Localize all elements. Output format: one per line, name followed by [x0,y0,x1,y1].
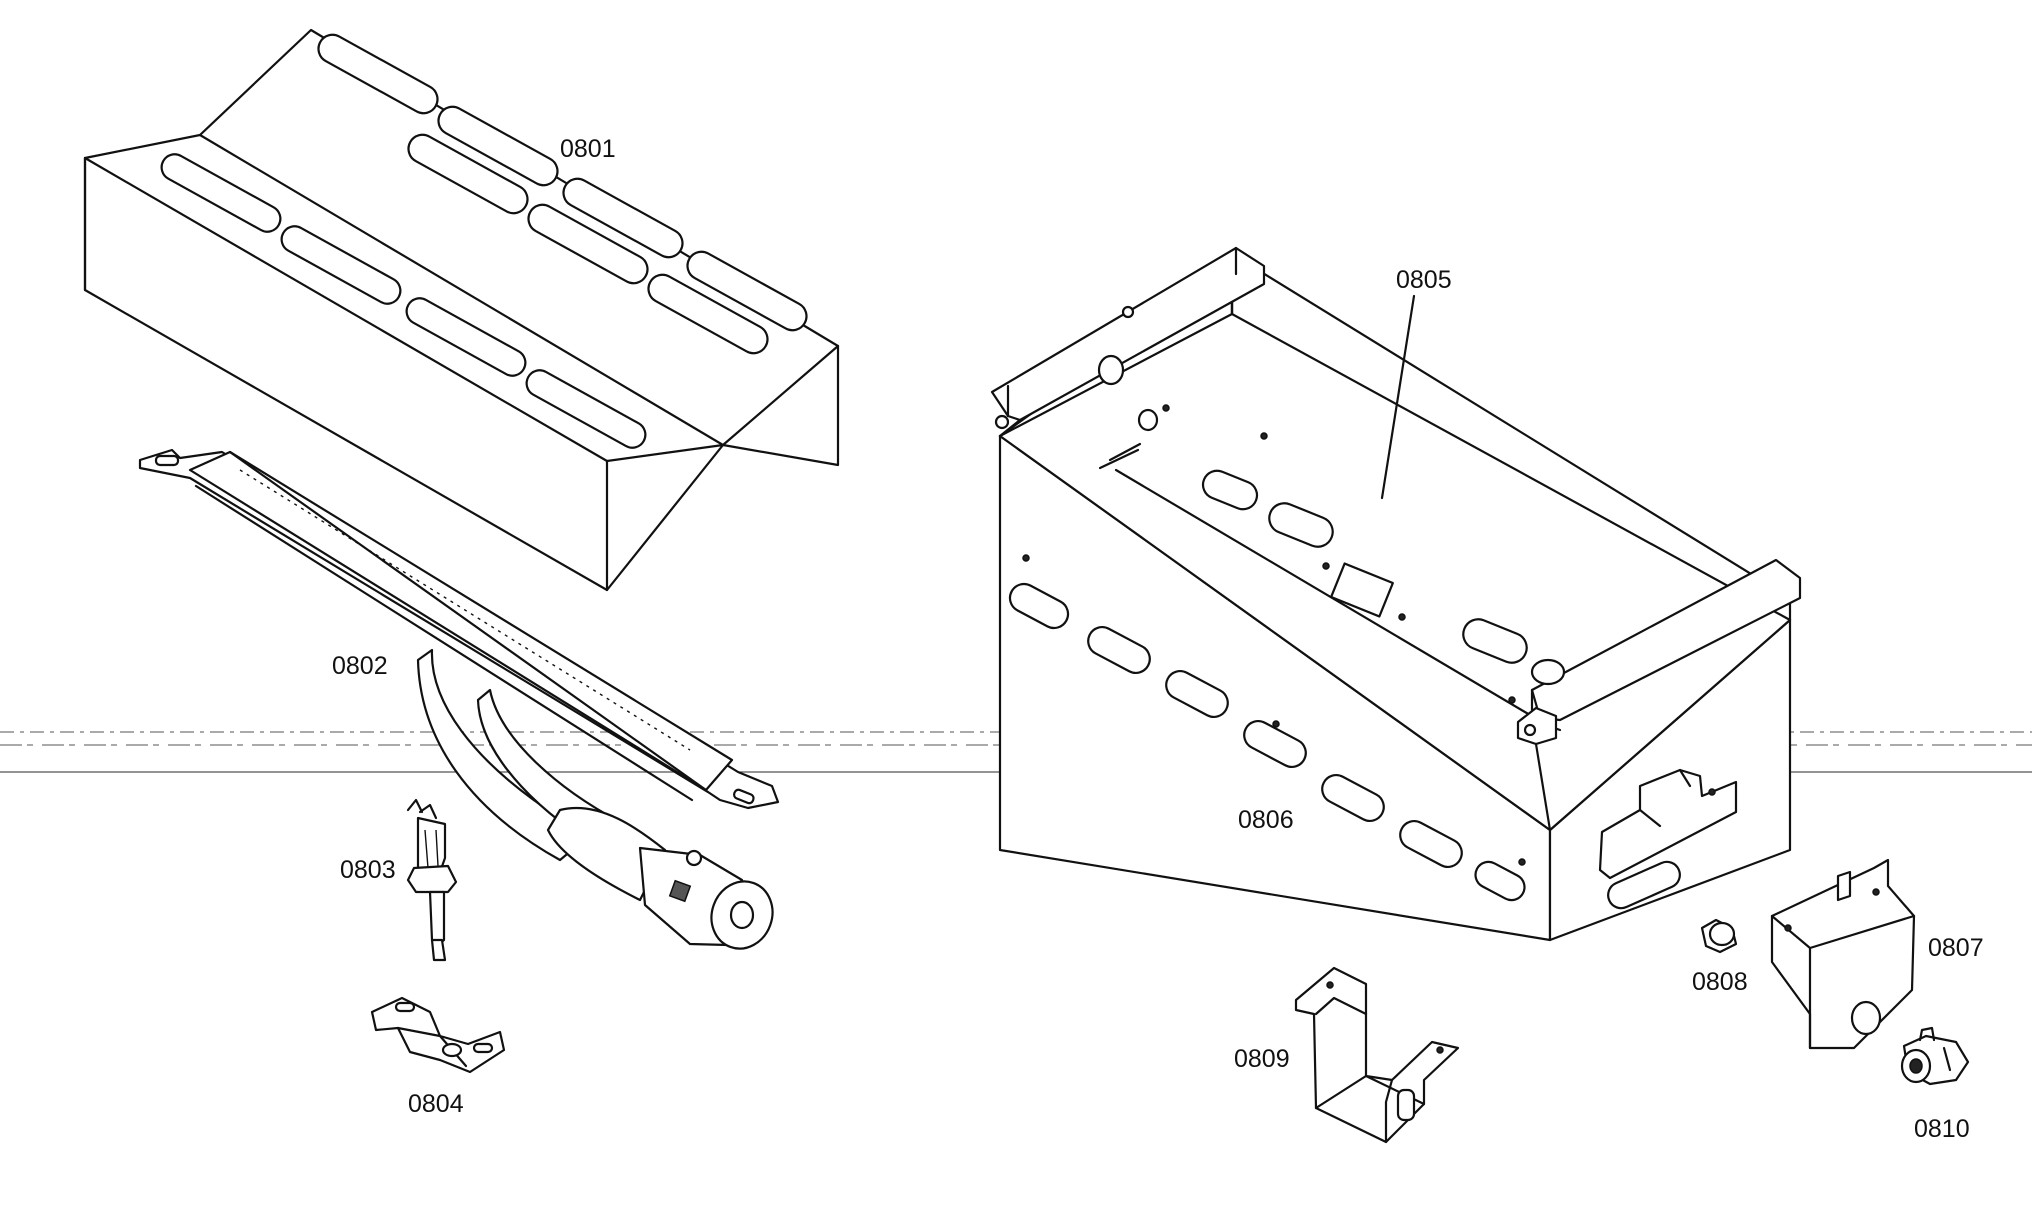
part-0809-mounting-bracket [1294,966,1460,1144]
label-0803: 0803 [340,856,396,884]
part-0802-burner-tube [138,448,780,950]
label-0808: 0808 [1692,968,1748,996]
part-labels: 0801 0802 0803 0804 0805 0806 0807 0808 … [332,135,1984,1143]
label-0805: 0805 [1396,266,1452,294]
label-0806: 0806 [1238,806,1294,834]
part-0801-flame-tamer [83,28,840,592]
label-0804: 0804 [408,1090,464,1118]
label-0801: 0801 [560,135,616,163]
part-0807-cover-plate [1770,858,1916,1050]
part-0804-electrode-bracket [370,996,506,1074]
label-0809: 0809 [1234,1045,1290,1073]
label-0810: 0810 [1914,1115,1970,1143]
label-0802: 0802 [332,652,388,680]
part-0808-orifice-fitting [1700,918,1738,954]
shield-slots [160,33,808,449]
label-0807: 0807 [1928,934,1984,962]
part-0803-igniter-electrode [406,798,458,962]
part-0806-box-side-slots [1008,554,1738,910]
part-0810-valve-fitting [1900,1026,1970,1086]
leader-line-0805 [1380,294,1416,500]
